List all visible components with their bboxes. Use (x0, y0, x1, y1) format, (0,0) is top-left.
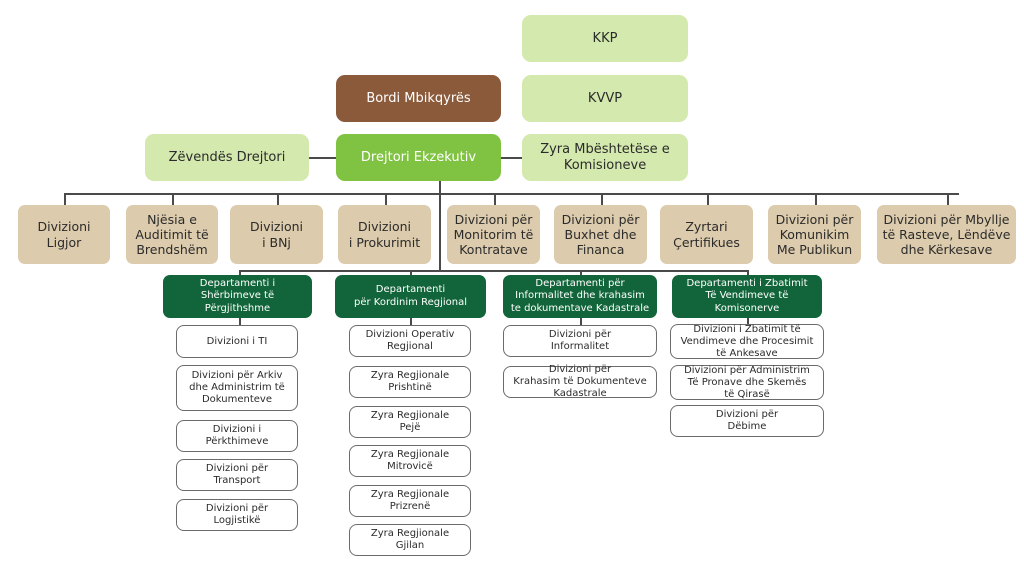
unit-box: Divizioni për Arkiv dhe Administrim të D… (176, 365, 298, 411)
unit-box: Divizioni për Dëbime (670, 405, 824, 437)
kvvp-box: KVVP (522, 75, 688, 122)
zevendes-box: Zëvendës Drejtori (145, 134, 309, 181)
unit-box: Divizioni i TI (176, 325, 298, 358)
unit-box: Divizioni për Krahasim të Dokumenteve Ka… (503, 364, 657, 399)
unit-label: Divizioni për Krahasim të Dokumenteve Ka… (513, 364, 647, 399)
division-label: Divizioni i Prokurimit (348, 219, 421, 250)
division-label: Divizioni për Mbyllje të Rasteve, Lëndëv… (882, 211, 1011, 258)
unit-label: Divizioni i TI (206, 335, 268, 347)
connector-division-drop (277, 193, 279, 205)
connector-unit-drop (747, 318, 749, 324)
division-label: Divizioni Ligjor (37, 219, 91, 250)
division-label: Divizioni për Komunikim Me Publikun (775, 211, 854, 258)
unit-box: Zyra Regjionale Gjilan (349, 524, 471, 556)
connector-division-drop (815, 193, 817, 205)
division-box: Divizioni për Komunikim Me Publikun (768, 205, 861, 264)
division-label: Divizioni i BNj (249, 219, 304, 250)
division-box: Divizioni i BNj (230, 205, 323, 264)
connector-division-drop (494, 193, 496, 205)
connector-exec-trunk (439, 181, 441, 272)
connector-division-drop (707, 193, 709, 205)
department-label: Departamenti për Kordinim Regjional (354, 284, 467, 308)
department-label: Departamenti i Shërbimeve të Përgjithshm… (199, 277, 276, 314)
drejtori-label: Drejtori Ekzekutiv (360, 149, 477, 165)
division-box: Njësia e Auditimit të Brendshëm (126, 205, 218, 264)
unit-box: Divizioni i Zbatimit të Vendimeve dhe Pr… (670, 324, 824, 359)
unit-label: Zyra Regjionale Prishtinë (370, 370, 450, 393)
unit-label: Divizioni për Informalitet (548, 329, 612, 352)
unit-box: Divizioni për Informalitet (503, 325, 657, 357)
division-label: Divizioni për Buxhet dhe Financa (561, 211, 640, 258)
unit-label: Divizioni i Zbatimit të Vendimeve dhe Pr… (680, 323, 814, 359)
bordi-label: Bordi Mbikqyrës (366, 90, 471, 106)
bordi-box: Bordi Mbikqyrës (336, 75, 501, 122)
connector-department-drop (747, 270, 749, 275)
division-box: Divizioni Ligjor (18, 205, 110, 264)
drejtori-box: Drejtori Ekzekutiv (336, 134, 501, 181)
zevendes-label: Zëvendës Drejtori (168, 149, 286, 165)
unit-box: Zyra Regjionale Mitrovicë (349, 445, 471, 477)
division-label: Divizioni për Monitorim të Kontratave (453, 211, 534, 258)
unit-box: Zyra Regjionale Prizrenë (349, 485, 471, 517)
unit-label: Divizioni për Arkiv dhe Administrim të D… (189, 370, 285, 405)
unit-box: Zyra Regjionale Pejë (349, 406, 471, 438)
unit-label: Zyra Regjionale Mitrovicë (370, 449, 450, 472)
department-box: Departamenti për Informalitet dhe krahas… (503, 275, 657, 318)
division-box: Zyrtari Çertifikues (660, 205, 753, 264)
unit-box: Divizioni për Administrim Të Pronave dhe… (670, 365, 824, 400)
connector-division-drop (385, 193, 387, 205)
division-box: Divizioni i Prokurimit (338, 205, 431, 264)
connector-unit-drop (410, 318, 412, 325)
unit-label: Divizioni për Transport (205, 463, 269, 486)
unit-box: Divizioni për Logjistikë (176, 499, 298, 531)
division-box: Divizioni për Mbyllje të Rasteve, Lëndëv… (877, 205, 1016, 264)
kvvp-label: KVVP (587, 90, 623, 106)
connector-division-drop (64, 193, 66, 205)
unit-box: Zyra Regjionale Prishtinë (349, 366, 471, 398)
department-label: Departamenti për Informalitet dhe krahas… (510, 277, 650, 314)
unit-label: Divizioni për Administrim Të Pronave dhe… (684, 364, 810, 400)
unit-label: Zyra Regjionale Gjilan (370, 528, 450, 551)
connector-unit-drop (239, 318, 241, 325)
connector-unit-drop (580, 318, 582, 325)
connector-division-drop (601, 193, 603, 205)
division-box: Divizioni për Monitorim të Kontratave (447, 205, 540, 264)
connector-department-drop (410, 270, 412, 275)
unit-label: Zyra Regjionale Prizrenë (370, 489, 450, 512)
unit-box: Divizioni për Transport (176, 459, 298, 491)
unit-label: Divizioni për Dëbime (715, 409, 779, 432)
zyra-label: Zyra Mbështetëse e Komisioneve (540, 141, 670, 173)
division-label: Njësia e Auditimit të Brendshëm (135, 211, 209, 258)
connector-division-drop (947, 193, 949, 205)
department-label: Departamenti i Zbatimit Të Vendimeve të … (686, 277, 808, 314)
unit-box: Divizioni Operativ Regjional (349, 325, 471, 357)
unit-label: Divizioni Operativ Regjional (365, 329, 455, 352)
unit-box: Divizioni i Përkthimeve (176, 420, 298, 452)
connector-zevendes-exec (308, 157, 336, 159)
connector-department-drop (580, 270, 582, 275)
connector-departments-bar (239, 270, 747, 272)
unit-label: Divizioni për Logjistikë (205, 503, 269, 526)
connector-division-drop (172, 193, 174, 205)
department-box: Departamenti për Kordinim Regjional (335, 275, 486, 318)
kkp-box: KKP (522, 15, 688, 62)
connector-department-drop (239, 270, 241, 275)
kkp-label: KKP (592, 30, 618, 46)
division-box: Divizioni për Buxhet dhe Financa (554, 205, 647, 264)
department-box: Departamenti i Zbatimit Të Vendimeve të … (672, 275, 822, 318)
unit-label: Divizioni i Përkthimeve (205, 424, 269, 447)
unit-label: Zyra Regjionale Pejë (370, 410, 450, 433)
zyra-box: Zyra Mbështetëse e Komisioneve (522, 134, 688, 181)
connector-exec-zyra (501, 157, 523, 159)
connector-divisions-bar (64, 193, 959, 195)
division-label: Zyrtari Çertifikues (673, 219, 740, 250)
department-box: Departamenti i Shërbimeve të Përgjithshm… (163, 275, 312, 318)
